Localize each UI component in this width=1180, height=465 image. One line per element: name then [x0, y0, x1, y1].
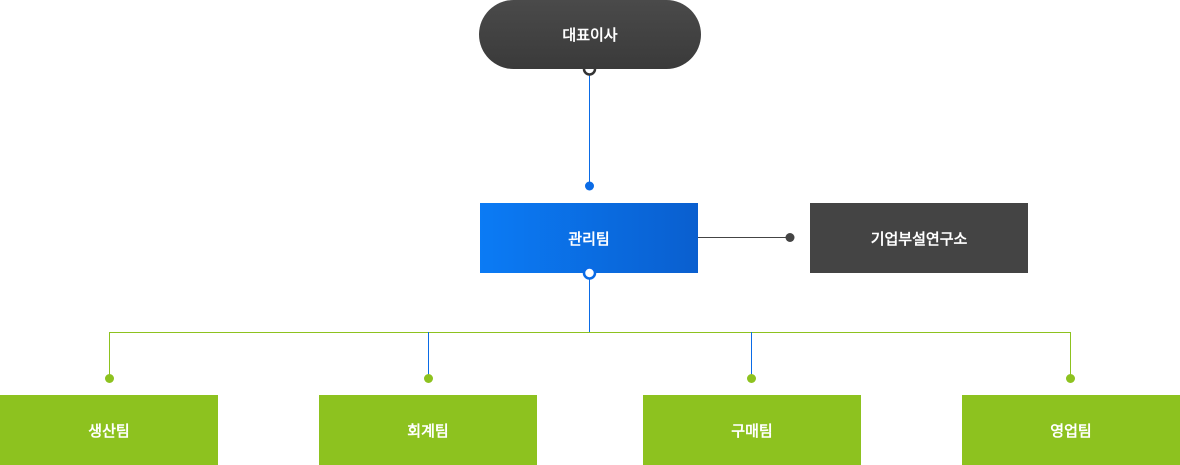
team-label: 구매팀 — [731, 421, 773, 440]
research-lab-node: 기업부설연구소 — [810, 203, 1028, 273]
research-lab-label: 기업부설연구소 — [870, 229, 968, 248]
team-label: 회계팀 — [407, 421, 449, 440]
team-label: 영업팀 — [1050, 421, 1092, 440]
ceo-label: 대표이사 — [562, 26, 618, 44]
lab-connector-dot — [785, 233, 795, 242]
team-node-purchasing: 구매팀 — [643, 395, 861, 465]
team-label: 생산팀 — [88, 421, 130, 440]
team-connector-dot-0 — [105, 374, 114, 383]
team-connector-dot-2 — [747, 374, 756, 383]
management-top-connector-dot — [585, 181, 594, 191]
team-node-sales: 영업팀 — [962, 395, 1180, 465]
team-node-accounting: 회계팀 — [319, 395, 537, 465]
team-connector-dot-3 — [1066, 374, 1075, 383]
management-node: 관리팀 — [480, 203, 698, 273]
management-label: 관리팀 — [568, 229, 610, 248]
team-connector-dot-1 — [424, 374, 433, 383]
team-node-production: 생산팀 — [0, 395, 218, 465]
ceo-node: 대표이사 — [479, 0, 701, 69]
